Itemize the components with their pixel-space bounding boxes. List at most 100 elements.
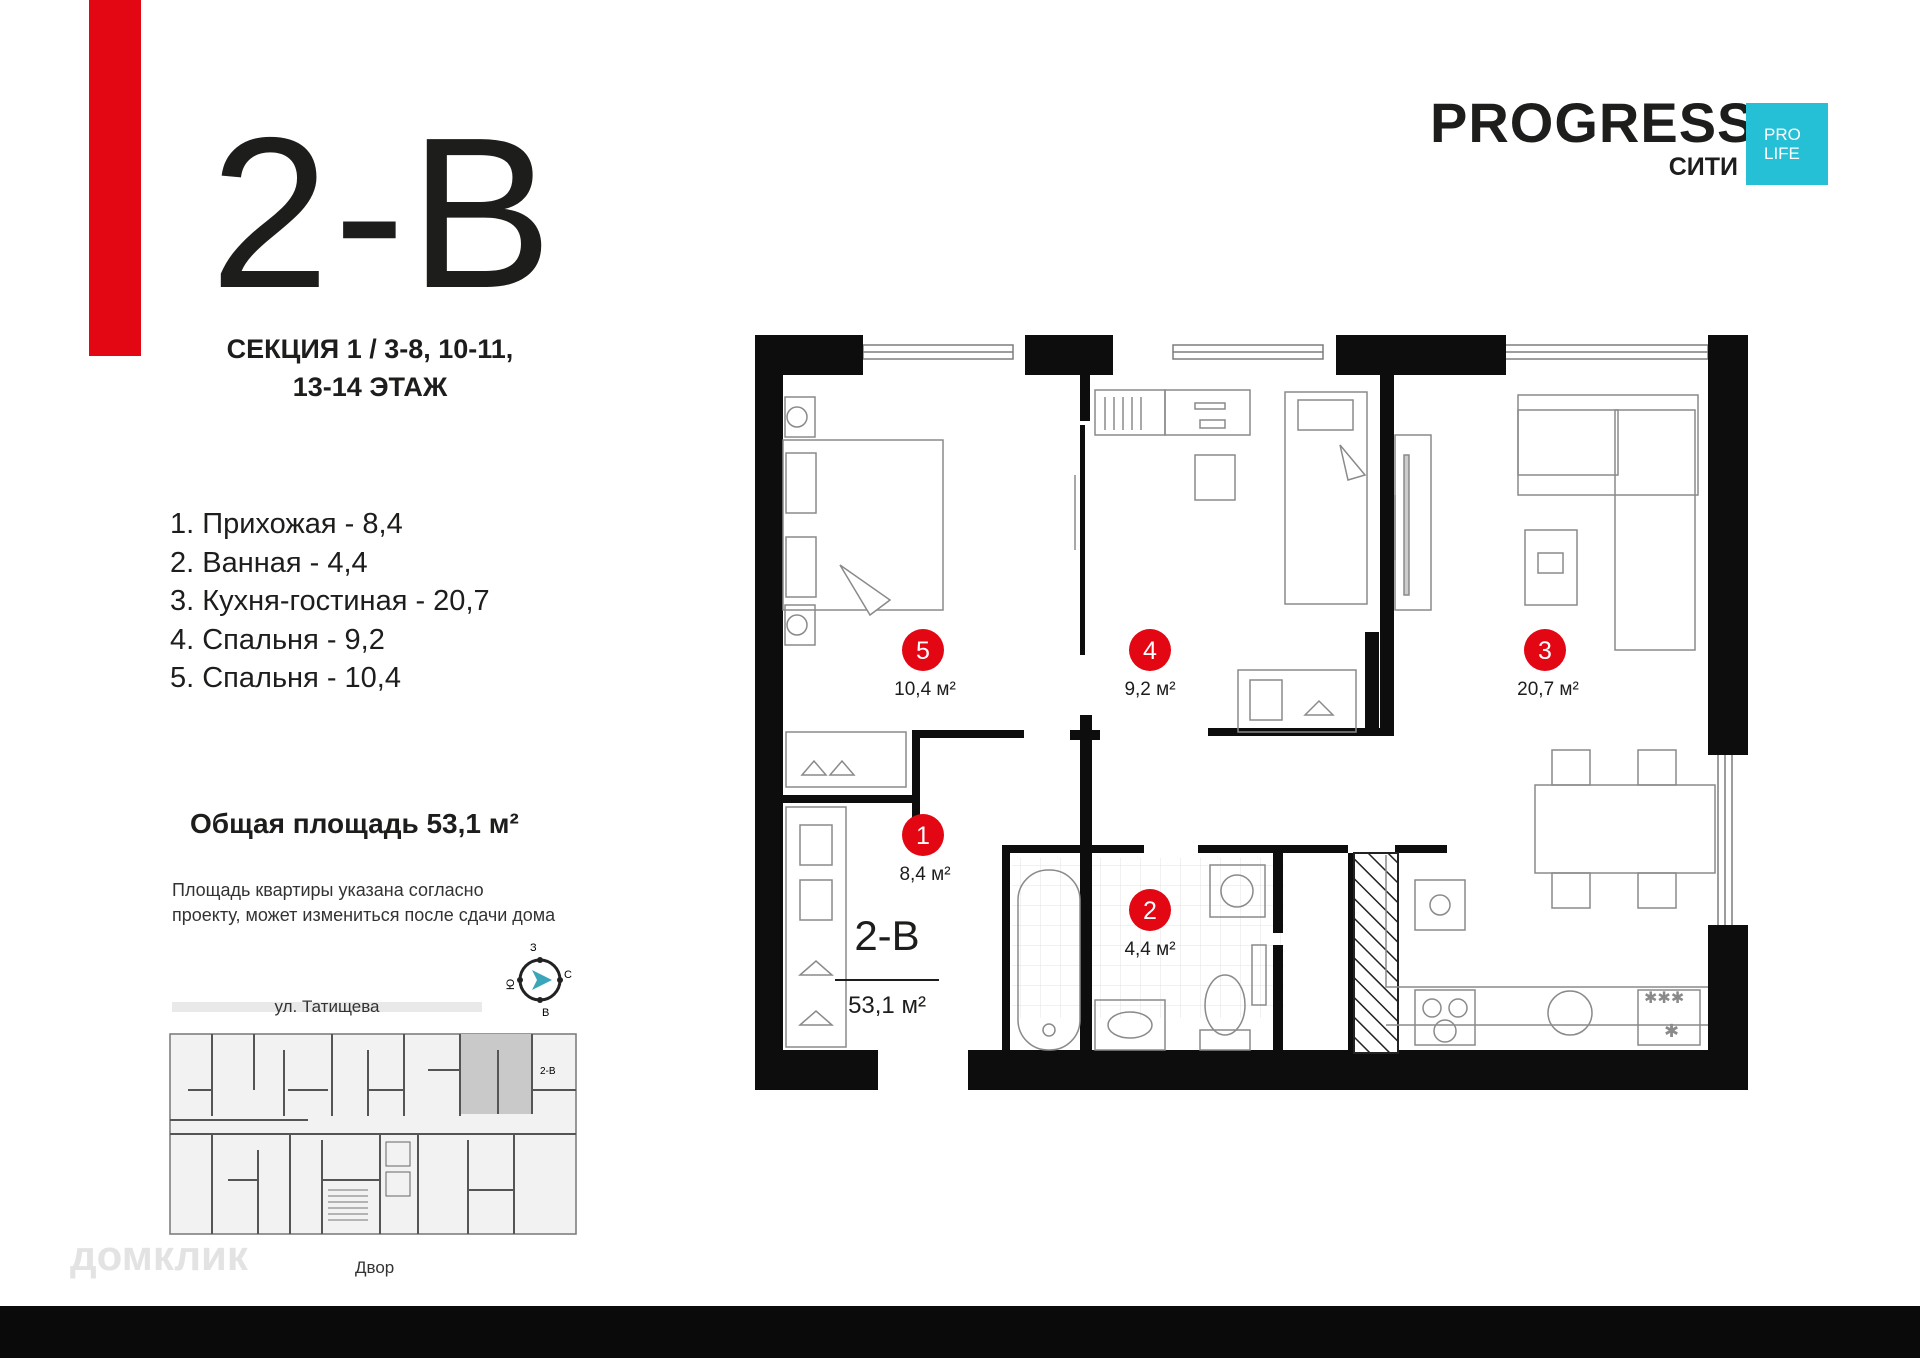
room-number-badge — [902, 814, 944, 856]
room-marker-3: 3 20,7 м² — [1517, 629, 1579, 700]
furniture: ✱✱✱ ✱ — [782, 389, 1716, 1051]
brand-name: PROGRESS — [1430, 91, 1756, 154]
lamp-icon — [786, 614, 808, 636]
ventilation-shaft — [1353, 852, 1399, 1054]
section-floor-info: СЕКЦИЯ 1 / 3-8, 10-11, 13-14 ЭТАЖ — [160, 330, 580, 406]
room-list-item: 3. Кухня-гостиная - 20,7 — [170, 585, 490, 617]
dining-table-icon — [1534, 784, 1716, 874]
apartment-title: 2-В — [210, 92, 557, 333]
highlighted-unit — [460, 1034, 532, 1114]
cooktop-icon — [1414, 989, 1476, 1046]
building-site-plan: 2-В — [169, 1033, 577, 1235]
compass-label-east: В — [542, 1007, 549, 1019]
chair-icon — [1551, 749, 1591, 786]
room-marker-5: 5 10,4 м² — [894, 629, 956, 700]
chair-icon — [1637, 872, 1677, 909]
room-number-badge — [1524, 629, 1566, 671]
compass: З С В Ю — [505, 942, 572, 1019]
chair-icon — [1551, 872, 1591, 909]
site-plan-walls — [170, 1034, 576, 1234]
room-number-badge — [1129, 889, 1171, 931]
room-list-item: 4. Спальня - 9,2 — [170, 623, 385, 656]
desk-icon — [1164, 389, 1251, 436]
plan-apartment-code: 2-В — [854, 912, 919, 959]
compass-dot — [537, 997, 543, 1003]
wardrobe-icon — [1237, 669, 1357, 733]
room-number: 2 — [1143, 897, 1157, 925]
section-info-line-2: 13-14 ЭТАЖ — [292, 372, 448, 402]
room-number: 5 — [916, 637, 930, 665]
tv-stand-icon — [1394, 434, 1432, 611]
compass-label-west: З — [530, 942, 537, 954]
street-label: ул. Татищева — [274, 997, 380, 1016]
bathroom-tile-floor — [1012, 858, 1284, 1018]
room-number-badge — [1129, 629, 1171, 671]
brand-tag-line-1: PRO — [1764, 125, 1801, 144]
washing-machine-icon — [1209, 864, 1266, 918]
compass-label-north: С — [564, 969, 572, 981]
room-list-item: 1. Прихожая - 8,4 — [170, 508, 403, 540]
room-area: 4,4 м² — [1124, 939, 1175, 960]
compass-dot — [517, 977, 523, 983]
hanger-icon — [1303, 699, 1335, 716]
compass-dot — [557, 977, 563, 983]
brand-tag-line-2: LIFE — [1764, 144, 1800, 163]
street-strip — [172, 1002, 482, 1012]
dishwasher-symbol: ✱✱✱ — [1644, 990, 1684, 1007]
room-marker-1: 1 8,4 м² — [899, 814, 951, 885]
brand-tag-logo: PRO LIFE — [1746, 103, 1828, 185]
room-number: 3 — [1538, 637, 1552, 665]
hanger-icon — [798, 960, 834, 1026]
floor-plan: ✱✱✱ ✱ 1 8,4 м² 2 4,4 м² 3 20,7 м² 4 9,2 … — [755, 335, 1748, 1090]
site-plan-unit-label: 2-В — [540, 1066, 556, 1077]
section-info-line-1: СЕКЦИЯ 1 / 3-8, 10-11, — [226, 334, 514, 364]
elevator-icon — [385, 1141, 411, 1167]
brand-sub: СИТИ — [1668, 153, 1738, 181]
watermark: домклик — [70, 1232, 248, 1279]
room-area: 9,2 м² — [1124, 679, 1175, 700]
stair-icon — [328, 1189, 368, 1221]
wardrobe-icon — [785, 731, 907, 788]
shirt-icon — [799, 824, 833, 866]
room-area: 10,4 м² — [894, 679, 956, 700]
dishwasher-symbol: ✱ — [1664, 1021, 1679, 1041]
kitchen-counter — [1385, 855, 1708, 988]
double-bed-icon — [782, 439, 944, 611]
room-list-item: 5. Спальня - 10,4 — [170, 662, 401, 694]
room-list-item: 2. Ванная - 4,4 — [170, 546, 368, 579]
windows — [862, 344, 1733, 931]
towel-rail-icon — [1251, 944, 1267, 1006]
area-disclaimer: Площадь квартиры указана согласно проект… — [172, 878, 555, 928]
room-marker-2: 2 4,4 м² — [1124, 889, 1176, 960]
wardrobe-icon — [785, 806, 847, 1048]
footer-bar — [0, 1306, 1920, 1358]
bathtub-icon — [1017, 869, 1081, 1051]
lamp-icon — [786, 406, 808, 428]
room-area: 20,7 м² — [1517, 679, 1579, 700]
yard-label: Двор — [355, 1258, 395, 1277]
room-number: 1 — [916, 822, 930, 850]
plan-apartment-area: 53,1 м² — [848, 992, 926, 1019]
room-area: 8,4 м² — [899, 864, 950, 885]
disclaimer-line-2: проекту, может измениться после сдачи до… — [172, 905, 556, 925]
compass-label-south: Ю — [505, 979, 517, 990]
sink-icon — [1547, 990, 1593, 1036]
single-bed-icon — [1284, 391, 1368, 605]
dishwasher-icon — [1637, 989, 1701, 1046]
shirt-icon — [799, 879, 833, 921]
accent-red-bar — [89, 0, 141, 356]
room-number: 4 — [1143, 637, 1157, 665]
toilet-icon — [1204, 974, 1246, 1036]
room-number-badge — [902, 629, 944, 671]
room-list: 1. Прихожая - 8,4 2. Ванная - 4,4 3. Кух… — [170, 505, 490, 698]
disclaimer-line-1: Площадь квартиры указана согласно — [172, 880, 484, 900]
coffee-table-icon — [1524, 529, 1578, 606]
fridge-icon — [1429, 894, 1451, 916]
shirt-icon — [1249, 679, 1283, 721]
total-area: Общая площадь 53,1 м² — [190, 808, 519, 839]
room-marker-4: 4 9,2 м² — [1124, 629, 1176, 700]
compass-arrow-icon — [532, 970, 552, 990]
compass-dot — [537, 957, 543, 963]
elevator-icon — [385, 1171, 411, 1197]
hanger-icon — [800, 759, 856, 776]
